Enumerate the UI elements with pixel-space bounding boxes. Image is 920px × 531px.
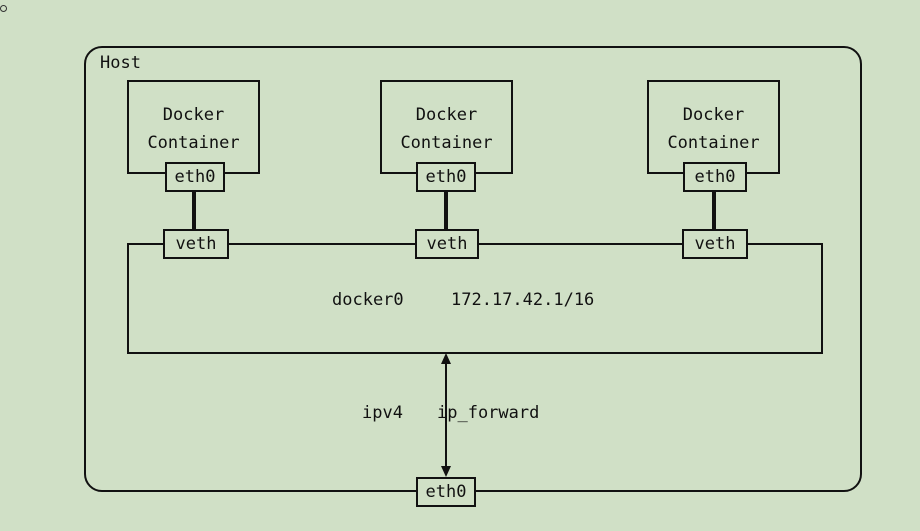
docker-container-1 [127,80,260,174]
container-1-eth0: eth0 [165,162,225,192]
ipv4-label: ipv4 [362,403,403,423]
docker-container-2 [380,80,513,174]
ip-forward-label: ip_forward [437,403,540,423]
container-3-title-line2: Container [667,133,760,153]
ip-forward-arrow [441,353,451,477]
host-eth0: eth0 [416,477,476,507]
container-3-link [712,192,716,229]
docker-container-3 [647,80,780,174]
corner-dot [0,5,7,12]
container-3-eth0: eth0 [683,162,747,192]
container-1-link [192,192,196,229]
host-label: Host [100,53,141,73]
bridge-address: 172.17.42.1/16 [451,290,595,310]
container-2-title-line1: Docker [415,105,478,125]
container-3-title-line1: Docker [682,105,745,125]
container-2-link [444,192,448,229]
container-3-veth: veth [682,229,748,259]
container-1-title-line2: Container [147,133,240,153]
container-2-eth0: eth0 [416,162,476,192]
container-1-veth: veth [163,229,229,259]
container-2-veth: veth [415,229,479,259]
container-1-title-line1: Docker [162,105,225,125]
container-2-title-line2: Container [400,133,493,153]
bridge-name: docker0 [332,290,404,310]
